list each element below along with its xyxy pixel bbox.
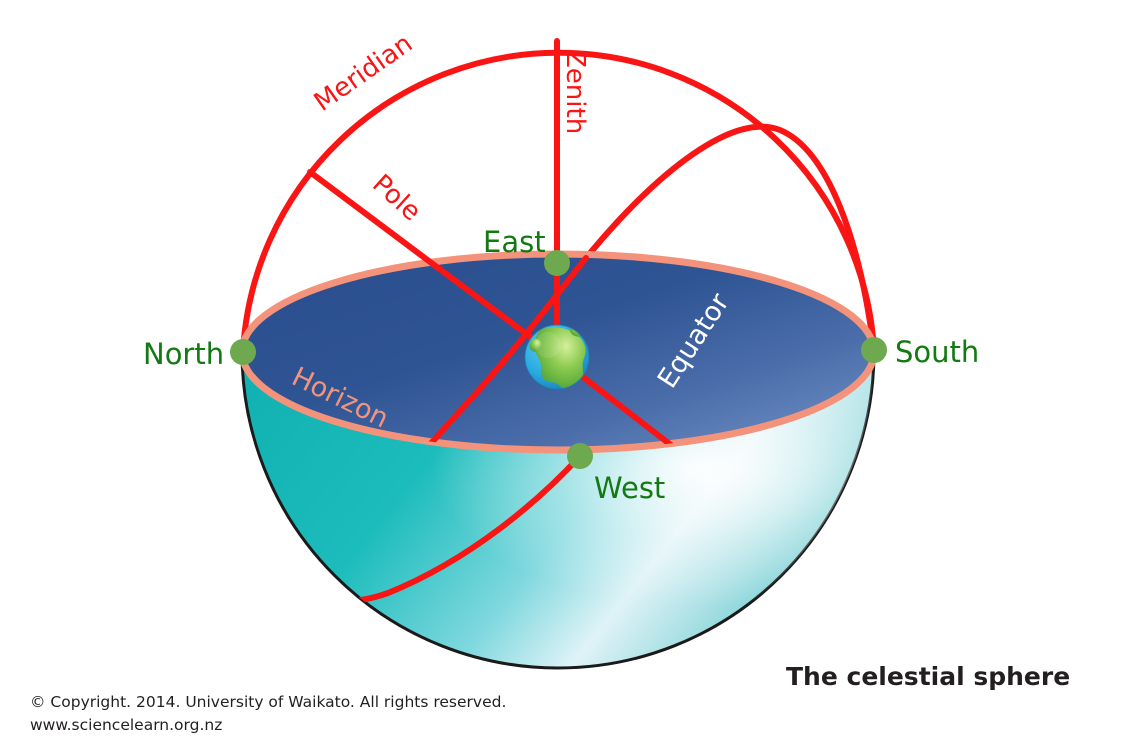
pole-axis-upper bbox=[307, 169, 560, 360]
east-point-dot[interactable] bbox=[544, 250, 570, 276]
north-point-dot[interactable] bbox=[230, 339, 256, 365]
copyright-line: © Copyright. 2014. University of Waikato… bbox=[30, 693, 506, 711]
equator-arc-upper-back bbox=[583, 123, 877, 353]
earth-rim bbox=[524, 324, 590, 390]
cardinal-points bbox=[230, 250, 887, 469]
figure-title: The celestial sphere bbox=[786, 662, 1070, 691]
website-line: www.sciencelearn.org.nz bbox=[30, 716, 222, 734]
west-point-dot[interactable] bbox=[567, 443, 593, 469]
meridian-label: Meridian bbox=[309, 29, 418, 118]
east-label: East bbox=[483, 225, 546, 259]
earth-specular bbox=[535, 332, 561, 358]
west-label: West bbox=[594, 471, 665, 505]
south-label: South bbox=[895, 335, 979, 369]
great-circles-front bbox=[307, 38, 560, 360]
south-point-dot[interactable] bbox=[861, 337, 887, 363]
earth-land-west bbox=[529, 338, 542, 352]
zenith-label: Zenith bbox=[560, 50, 590, 134]
earth-land-africa-eurasia bbox=[535, 327, 586, 389]
north-label: North bbox=[143, 337, 224, 371]
